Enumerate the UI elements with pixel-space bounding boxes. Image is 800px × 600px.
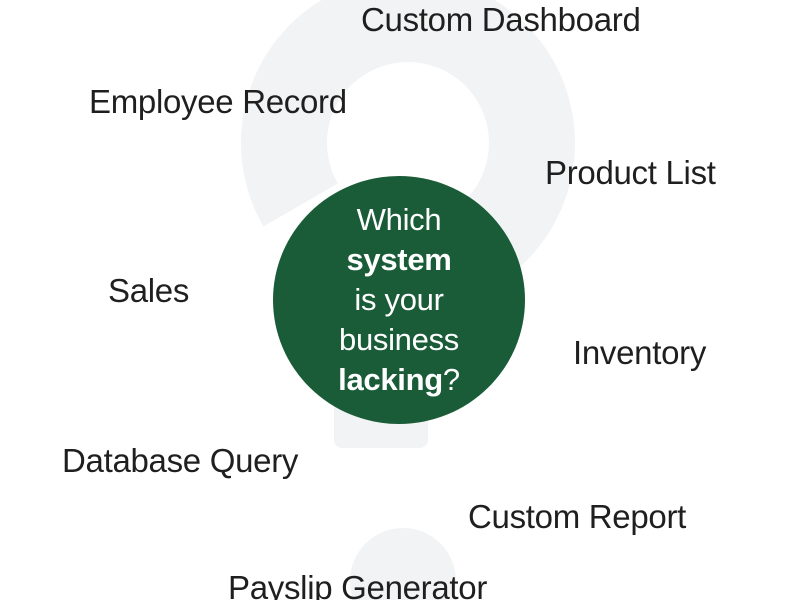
circle-line-1: Which [338, 200, 460, 240]
circle-question-mark-char: ? [442, 362, 460, 397]
label-custom-dashboard: Custom Dashboard [361, 1, 641, 38]
circle-line-2: system [338, 240, 460, 280]
circle-word-which: Which [356, 202, 442, 237]
question-mark-dot [350, 528, 456, 600]
label-sales: Sales [108, 272, 190, 309]
label-product-list: Product List [545, 154, 716, 191]
circle-line-4: business [338, 320, 460, 360]
question-mark-bowl [241, 0, 575, 300]
circle-word-lacking: lacking [338, 362, 443, 397]
circle-word-business: business [339, 322, 459, 357]
label-inventory: Inventory [573, 334, 707, 371]
circle-line-3: is your [338, 280, 460, 320]
label-employee-record: Employee Record [89, 83, 347, 120]
label-custom-report: Custom Report [468, 498, 687, 535]
circle-line-5: lacking? [338, 360, 460, 400]
circle-word-system: system [346, 242, 452, 277]
center-question-circle: Which system is your business lacking? [273, 176, 525, 424]
label-database-query: Database Query [62, 442, 299, 479]
label-payslip-generator: Payslip Generator [228, 569, 488, 600]
circle-words-is-your: is your [354, 282, 444, 317]
center-question-text: Which system is your business lacking? [338, 200, 460, 400]
